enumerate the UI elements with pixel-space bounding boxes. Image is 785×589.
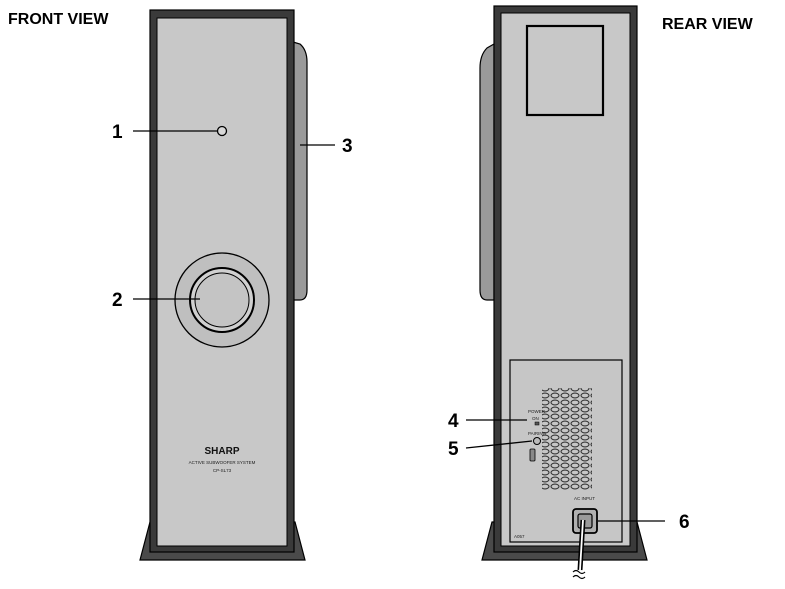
callout-5-number: 5 bbox=[448, 439, 459, 460]
callout-6-number: 6 bbox=[679, 512, 690, 533]
rear-view-title: REAR VIEW bbox=[662, 16, 754, 33]
rear-on-label: ON bbox=[532, 416, 539, 421]
rear-unit: POWER ON PAIRING AC INPUT A057 bbox=[479, 5, 648, 580]
front-model-name: CP-SL73 bbox=[213, 468, 232, 473]
rear-side-panel bbox=[479, 42, 495, 301]
rear-power-switch bbox=[529, 448, 536, 462]
front-product-line: ACTIVE SUBWOOFER SYSTEM bbox=[189, 460, 256, 465]
rear-power-label: POWER bbox=[528, 409, 546, 414]
rear-power-indicator bbox=[534, 421, 540, 426]
rear-top-window bbox=[525, 24, 605, 117]
rear-model-code: A057 bbox=[514, 534, 525, 539]
front-sensor bbox=[216, 125, 228, 137]
front-view-title: FRONT VIEW bbox=[8, 11, 109, 28]
front-side-panel bbox=[292, 41, 308, 301]
callout-1-number: 1 bbox=[112, 122, 123, 143]
callout-4-number: 4 bbox=[448, 411, 459, 432]
callout-5-leader bbox=[465, 440, 533, 449]
rear-power-cord bbox=[572, 519, 586, 580]
rear-pairing-label: PAIRING bbox=[528, 431, 547, 436]
front-volume-knob bbox=[174, 252, 270, 348]
rear-ac-input-label: AC INPUT bbox=[574, 496, 595, 501]
front-unit: SHARP ACTIVE SUBWOOFER SYSTEM CP-SL73 bbox=[139, 9, 308, 561]
callout-3-number: 3 bbox=[342, 136, 353, 157]
rear-vent-grille bbox=[542, 388, 592, 490]
callout-2-number: 2 bbox=[112, 290, 123, 311]
front-brand-logo: SHARP bbox=[204, 446, 239, 457]
rear-pairing-button bbox=[533, 437, 541, 445]
